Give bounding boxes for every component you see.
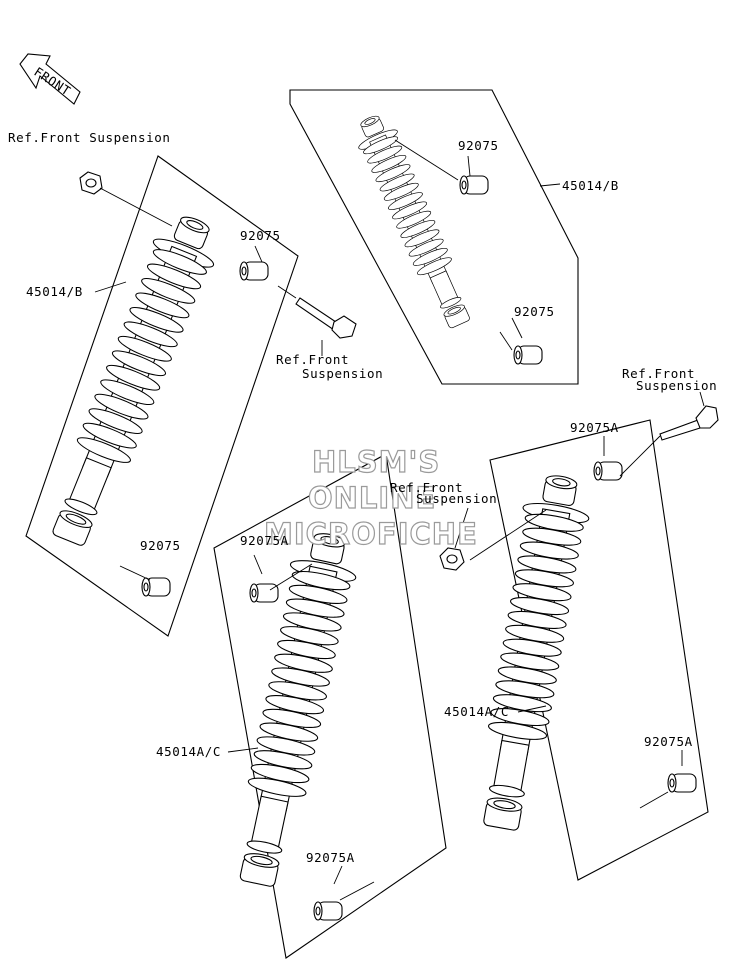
group-frame-top-left [25, 155, 299, 637]
group-frame-bottom-right [489, 419, 709, 881]
label-92075a-c: 92075A [644, 734, 693, 749]
label-92075-a: 92075 [240, 228, 281, 243]
label-92075-c: 92075 [458, 138, 499, 153]
label-92075-b: 92075 [140, 538, 181, 553]
bushing-92075a-center-bottom [313, 901, 343, 921]
bushing-92075-top-right [459, 175, 489, 195]
bushing-92075-bottom-left [141, 577, 171, 597]
bushing-92075a-center-top [249, 583, 279, 603]
bushing-92075-top-left [239, 261, 269, 281]
label-ref-front-left-1: Ref.Front [276, 352, 349, 367]
bushing-92075-mid-right [513, 345, 543, 365]
leader-lines [94, 139, 705, 901]
shock-absorber-bottom-right [467, 470, 596, 835]
bushing-92075a-right-bottom [667, 773, 697, 793]
label-45014ac-right: 45014A/C [444, 704, 509, 719]
watermark-line-1: HLSM'S [312, 445, 440, 479]
nut-center-icon [439, 547, 465, 571]
label-ref-front-right-1: Ref.Front [622, 366, 695, 381]
bolt-left-icon [295, 297, 357, 339]
label-ref-front-right-2: Suspension [636, 378, 717, 393]
label-92075a-d: 92075A [306, 850, 355, 865]
label-ref-front-center-1: Ref.Front [390, 480, 463, 495]
label-ref-front-left-2: Suspension [302, 366, 383, 381]
label-45014ac-left: 45014A/C [156, 744, 221, 759]
shock-absorber-top-right [348, 109, 480, 334]
nut-top-left-icon [79, 171, 103, 195]
label-45014b-right: 45014/B [562, 178, 619, 193]
label-ref-front-suspension-top: Ref.Front Suspension [8, 130, 171, 145]
label-45014b-left: 45014/B [26, 284, 83, 299]
watermark-line-3: MICROFICHE [264, 517, 478, 551]
group-frame-top-right [289, 89, 579, 385]
label-92075a-b: 92075A [240, 533, 289, 548]
shock-absorber-bottom-center [223, 527, 364, 891]
label-92075-d: 92075 [514, 304, 555, 319]
label-92075a-a: 92075A [570, 420, 619, 435]
shock-absorber-top-left [36, 207, 228, 553]
front-arrow-icon: FRONT [19, 53, 81, 105]
label-ref-front-center-2: Suspension [416, 491, 497, 506]
bolt-right-icon [659, 405, 719, 441]
watermark-line-2: ONLINE [308, 481, 436, 515]
bushing-92075a-right-top [593, 461, 623, 481]
